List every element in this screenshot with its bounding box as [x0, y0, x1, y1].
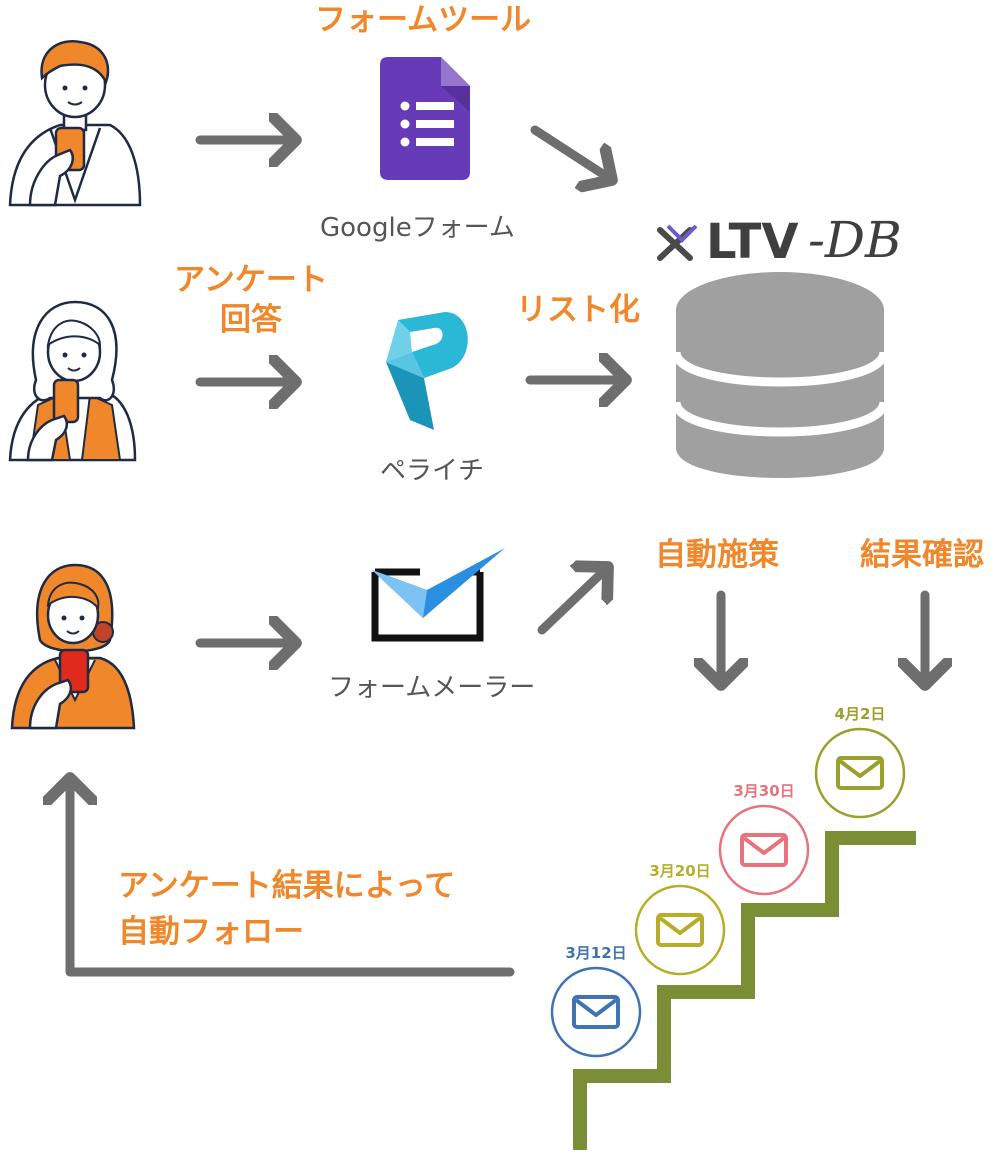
result-check-label: 結果確認 — [860, 537, 984, 573]
mail-step-1 — [550, 966, 642, 1058]
mail-step-2 — [634, 884, 726, 976]
mail-step-circle — [718, 804, 810, 896]
envelope-icon — [836, 756, 884, 790]
ltv-db-logo-main: LTV — [706, 214, 799, 270]
stairs — [573, 831, 916, 1150]
arrow-google-to-db — [530, 125, 612, 180]
google-forms-label: Googleフォーム — [320, 213, 515, 243]
peraichi-icon — [386, 312, 468, 430]
mail-step-date: 3月12日 — [565, 944, 627, 962]
mail-step-date: 3月30日 — [733, 782, 795, 800]
mail-step-date: 3月20日 — [649, 862, 711, 880]
mail-step-circle — [814, 727, 906, 819]
mail-step-date: 4月2日 — [834, 705, 886, 723]
database-icon — [671, 272, 889, 478]
envelope-icon — [740, 833, 788, 867]
auto-follow-label-line1: アンケート結果によって — [118, 868, 456, 904]
ltv-db-logo-mark — [657, 224, 698, 261]
arrow-mailer-to-db — [537, 567, 608, 635]
mail-step-circle — [634, 884, 726, 976]
peraichi-label: ペライチ — [380, 456, 485, 486]
survey-answer-label-line1: アンケート — [174, 262, 328, 298]
person-3-illustration — [10, 563, 136, 730]
survey-answer-label-line2: 回答 — [220, 302, 282, 338]
form-tool-label: フォームツール — [315, 2, 532, 38]
google-forms-icon — [380, 57, 470, 180]
auto-follow-label-line2: 自動フォロー — [118, 914, 304, 950]
arrow-auto-follow-return — [70, 778, 515, 977]
formmailer-icon — [371, 548, 505, 642]
mail-step-3 — [718, 804, 810, 896]
envelope-icon — [656, 913, 704, 947]
ltv-db-logo-sub: -DB — [808, 211, 902, 269]
mail-step-4 — [814, 727, 906, 819]
person-1-illustration — [8, 40, 142, 207]
person-2-illustration — [8, 300, 137, 462]
auto-action-label: 自動施策 — [655, 537, 779, 573]
mail-step-circle — [550, 966, 642, 1058]
listing-label: リスト化 — [516, 292, 640, 328]
envelope-icon — [572, 995, 620, 1029]
formmailer-label: フォームメーラー — [328, 673, 536, 703]
